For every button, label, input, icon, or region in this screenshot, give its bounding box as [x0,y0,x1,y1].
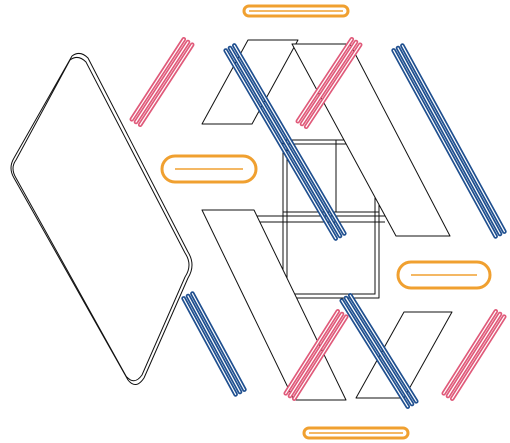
rails-group [129,36,507,409]
orange-bar-bottom [302,426,410,440]
rounded-panel [10,52,193,385]
orange-bar-top [242,4,350,18]
rounded-panel-edge [12,56,190,382]
pink-rail-upper-left [129,36,195,128]
blue-rail-lower-left [181,291,247,397]
plate-bottom-right [355,311,453,399]
blue-rail-upper-center [223,43,347,241]
bars-group [160,4,492,440]
pink-rail-upper-center [295,36,363,130]
orange-bar-right [396,260,492,290]
pink-rail-lower-center [283,309,349,401]
orange-bar-left [160,154,258,184]
blue-rail-lower-center [339,293,419,409]
pink-rail-lower-right [441,309,507,401]
blue-rail-upper-right [391,43,507,239]
